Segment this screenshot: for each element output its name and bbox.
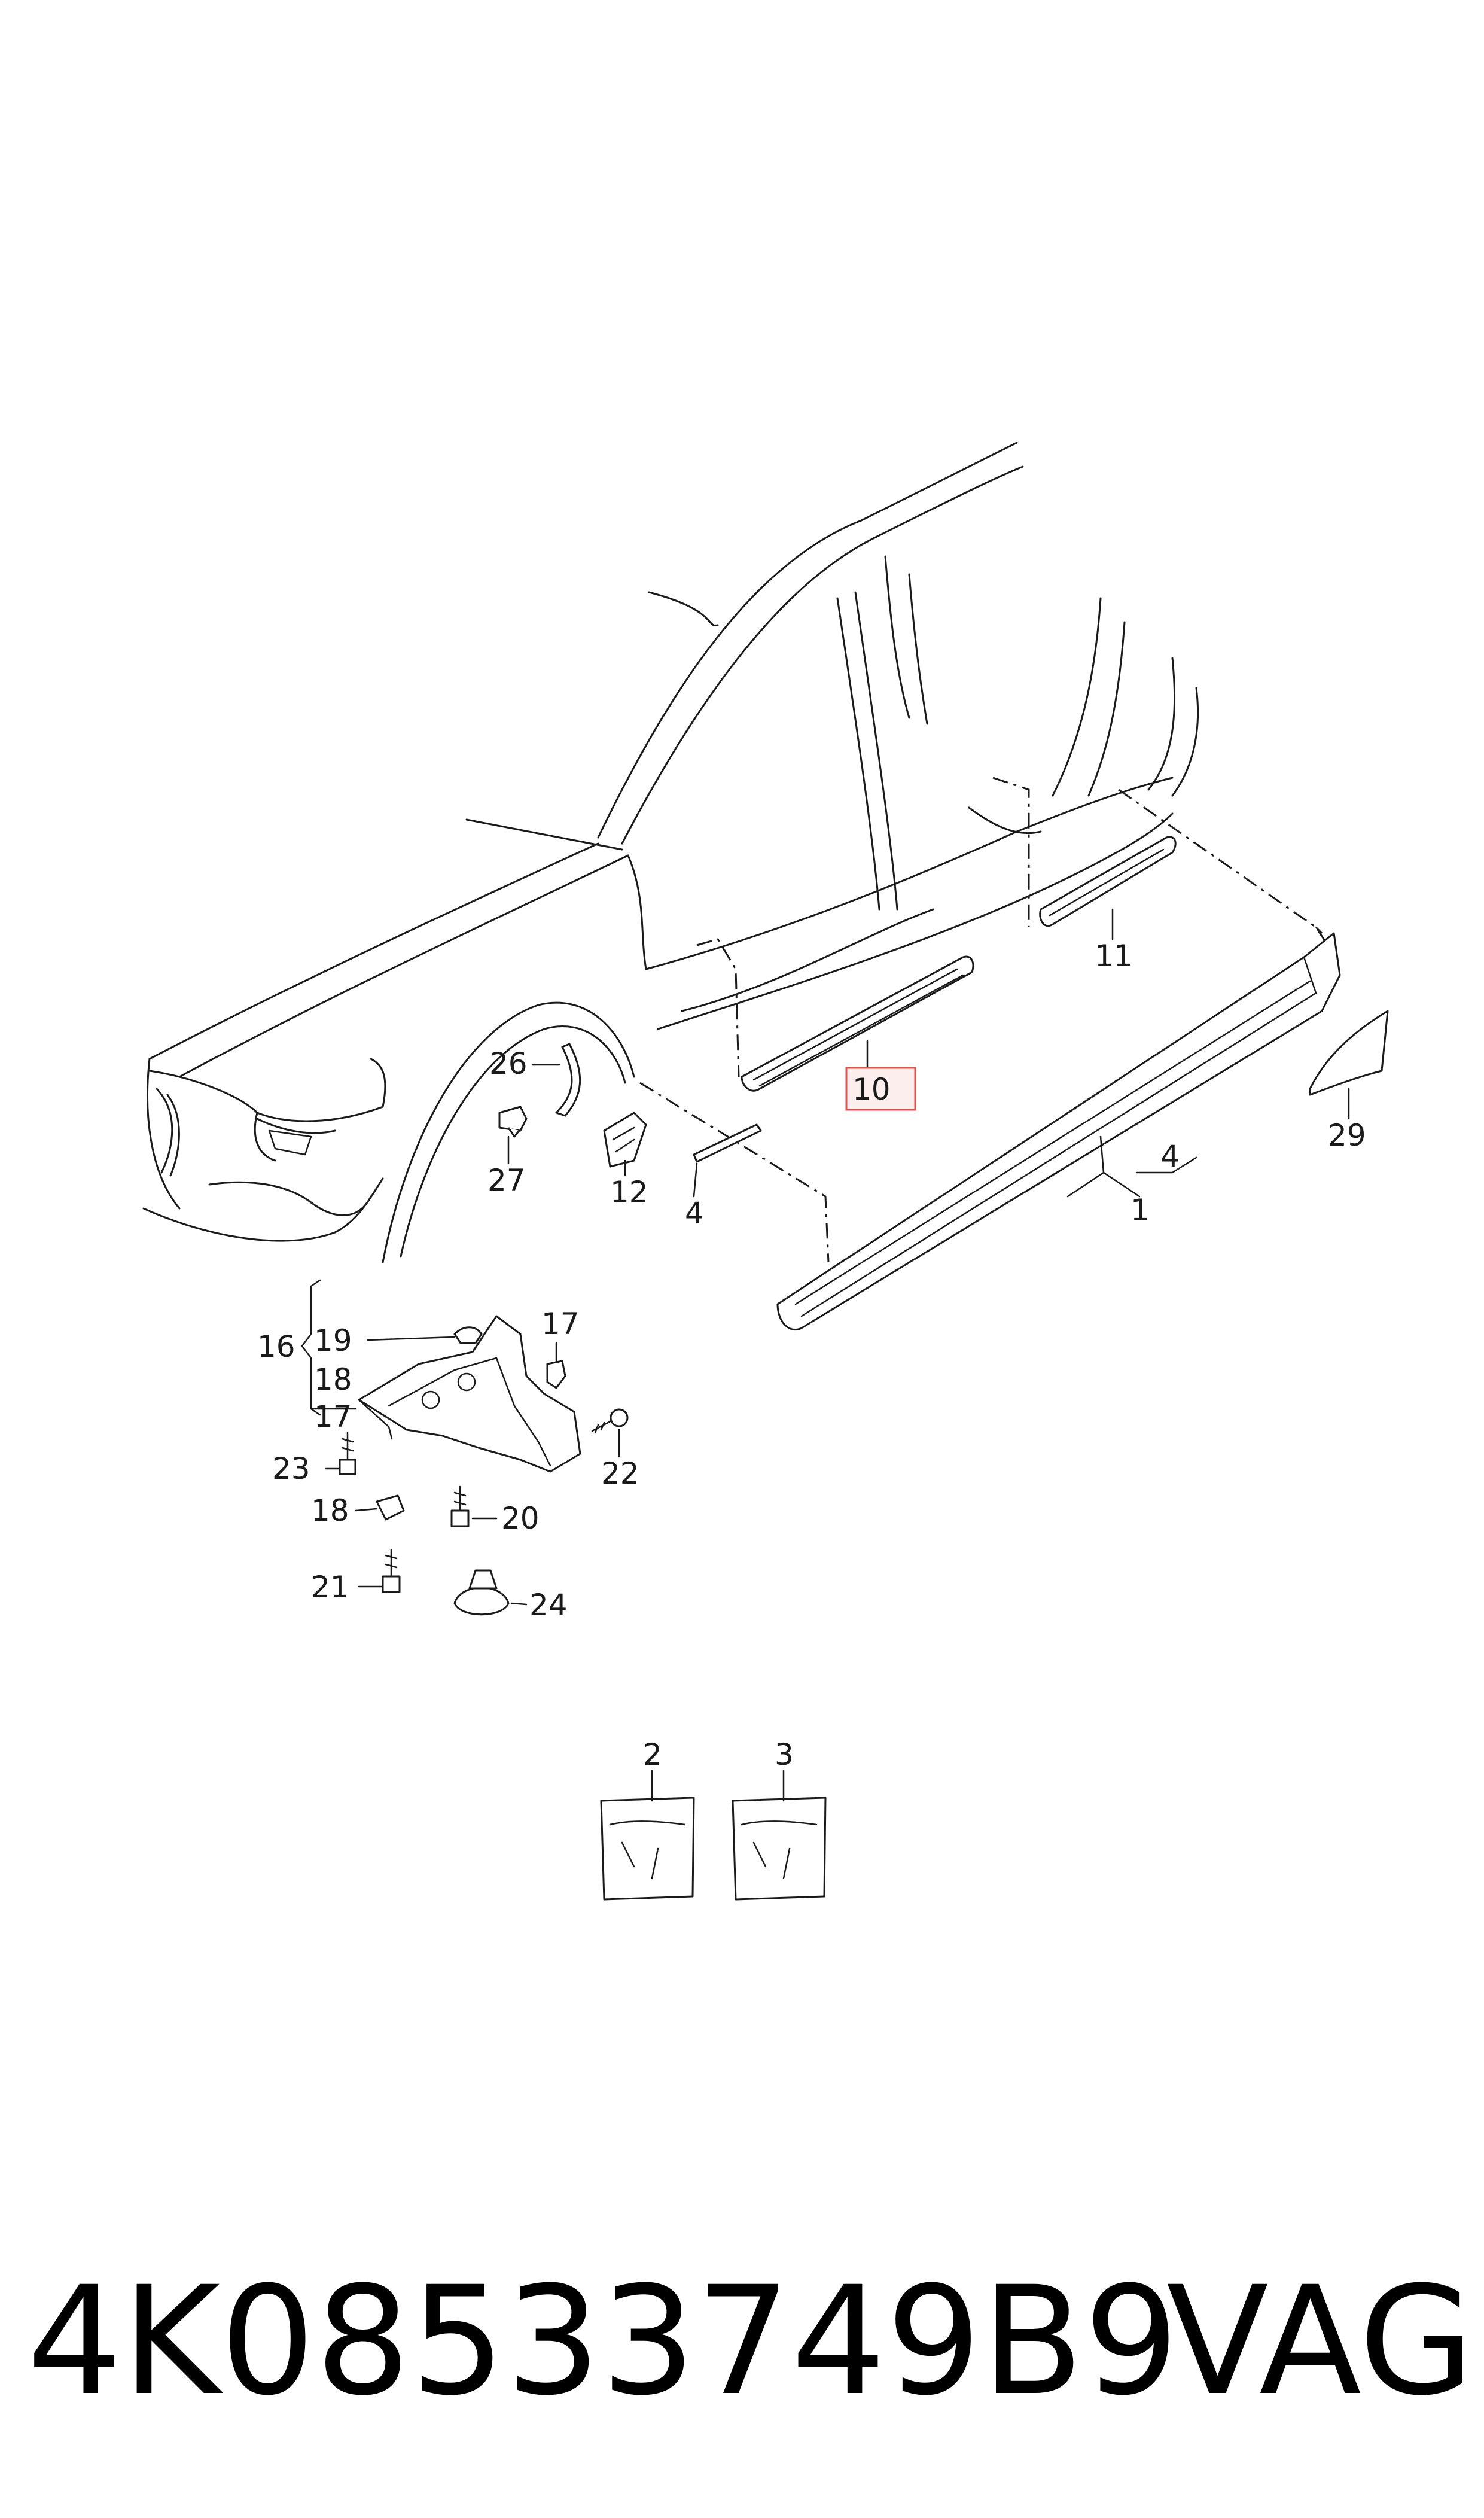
callout-2[interactable]: 2 bbox=[643, 1737, 662, 1772]
screw-21[interactable] bbox=[382, 1548, 401, 1593]
callout-19[interactable]: 19 bbox=[314, 1323, 352, 1358]
callout-18-upper[interactable]: 18 bbox=[314, 1362, 352, 1397]
callout-17-left[interactable]: 17 bbox=[314, 1399, 352, 1434]
nut-18[interactable] bbox=[376, 1494, 405, 1521]
part-29-rear-trim-piece[interactable] bbox=[1309, 1010, 1389, 1096]
callout-4-left[interactable]: 4 bbox=[685, 1196, 704, 1231]
part-11-door-sill-trim-rear[interactable] bbox=[1039, 836, 1177, 927]
assembly-lines bbox=[639, 777, 1329, 1263]
car-body-outline bbox=[142, 442, 1199, 1263]
part-26-arch-trim-strip[interactable] bbox=[555, 1043, 581, 1117]
highlight-box-part-10 bbox=[845, 1067, 916, 1111]
part-3-bag[interactable] bbox=[732, 1797, 827, 1901]
callout-21[interactable]: 21 bbox=[311, 1570, 349, 1604]
nut-24[interactable] bbox=[453, 1569, 510, 1616]
callout-18-lower[interactable]: 18 bbox=[311, 1493, 349, 1528]
callout-26[interactable]: 26 bbox=[489, 1046, 528, 1081]
part-27-clip[interactable] bbox=[498, 1106, 528, 1138]
part-4-rod[interactable] bbox=[693, 1123, 762, 1163]
callout-20[interactable]: 20 bbox=[501, 1501, 540, 1536]
callout-23[interactable]: 23 bbox=[272, 1451, 310, 1486]
callout-labels: 1 4 10 11 29 26 27 12 4 19 16 18 17 17 2… bbox=[257, 939, 1366, 1772]
callout-16[interactable]: 16 bbox=[257, 1329, 295, 1364]
footer-part-number: 4K08533749B9 bbox=[27, 2254, 1179, 2428]
callout-4-right[interactable]: 4 bbox=[1160, 1139, 1180, 1174]
footer-brand: VAG bbox=[1166, 2254, 1474, 2428]
fastener-19[interactable] bbox=[453, 1326, 483, 1344]
callout-17-right[interactable]: 17 bbox=[541, 1307, 580, 1341]
screw-22[interactable] bbox=[591, 1408, 629, 1434]
bolt-20[interactable] bbox=[450, 1485, 470, 1527]
callout-27[interactable]: 27 bbox=[487, 1163, 526, 1198]
callout-29[interactable]: 29 bbox=[1328, 1118, 1366, 1153]
part-16-bracket-assembly[interactable] bbox=[358, 1315, 581, 1473]
callout-3[interactable]: 3 bbox=[775, 1737, 794, 1772]
part-12-bracket[interactable] bbox=[603, 1112, 647, 1168]
callout-10[interactable]: 10 bbox=[852, 1072, 891, 1107]
fastener-17[interactable] bbox=[546, 1360, 566, 1389]
bolt-23[interactable] bbox=[339, 1432, 356, 1475]
part-1-side-sill-panel[interactable] bbox=[776, 932, 1341, 1330]
callout-1[interactable]: 1 bbox=[1130, 1193, 1150, 1228]
leader-lines bbox=[301, 908, 1350, 1802]
callout-12[interactable]: 12 bbox=[610, 1175, 648, 1210]
callout-22[interactable]: 22 bbox=[601, 1456, 639, 1491]
part-10-door-sill-trim-front[interactable] bbox=[741, 955, 974, 1092]
part-2-bag[interactable] bbox=[600, 1797, 695, 1901]
callout-24[interactable]: 24 bbox=[529, 1588, 568, 1622]
callout-11[interactable]: 11 bbox=[1095, 939, 1133, 973]
